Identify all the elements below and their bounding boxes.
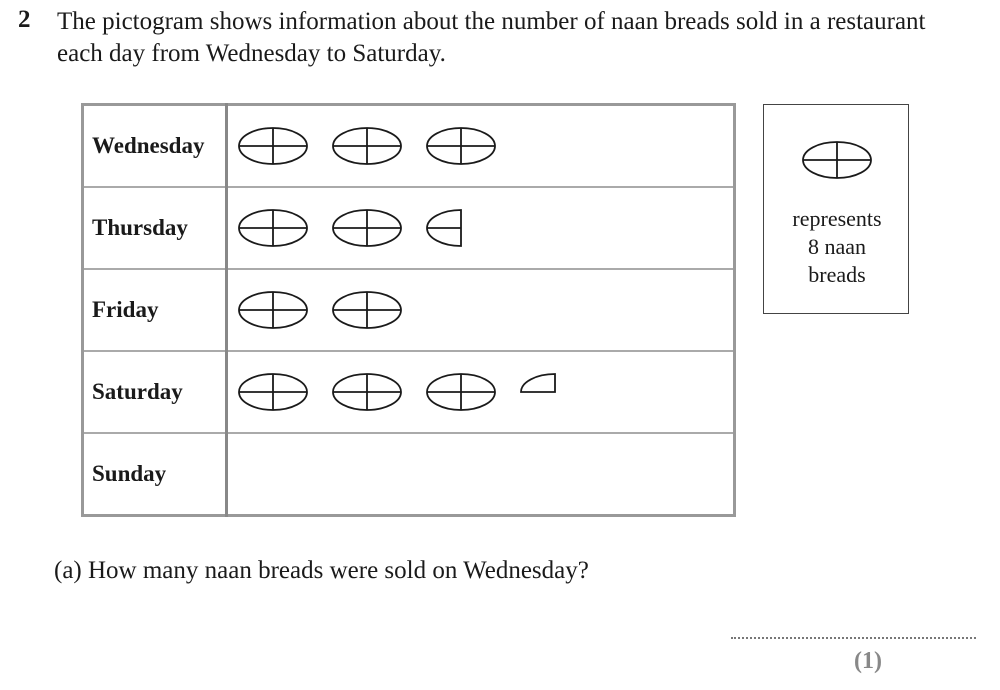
day-label: Thursday xyxy=(81,186,228,270)
symbol-group xyxy=(228,434,733,514)
symbol-group xyxy=(228,270,733,350)
key-line-1: represents xyxy=(792,206,882,231)
naan-bread-icon xyxy=(802,141,872,179)
part-a-question: (a) How many naan breads were sold on We… xyxy=(54,557,589,585)
naan-bread-icon xyxy=(332,209,402,247)
day-label: Friday xyxy=(81,268,228,352)
question-text-line-1: The pictogram shows information about th… xyxy=(57,8,926,35)
symbol-cell xyxy=(225,186,736,270)
marks-indicator: (1) xyxy=(854,648,882,674)
naan-bread-icon xyxy=(238,127,308,165)
naan-bread-icon xyxy=(238,291,308,329)
part-a-text: How many naan breads were sold on Wednes… xyxy=(88,557,589,584)
pictogram-row: Saturday xyxy=(81,350,736,434)
pictogram-table: Wednesday Thursday Friday xyxy=(81,103,736,517)
naan-bread-icon xyxy=(332,127,402,165)
naan-bread-icon xyxy=(426,127,496,165)
key-line-3: breads xyxy=(808,262,866,287)
pictogram-body: Wednesday Thursday Friday xyxy=(81,103,736,517)
symbol-cell xyxy=(225,432,736,517)
question-number: 2 xyxy=(18,6,31,33)
symbol-cell xyxy=(225,268,736,352)
day-label: Wednesday xyxy=(81,103,228,188)
part-a-label: (a) xyxy=(54,557,82,584)
naan-bread-icon xyxy=(332,291,402,329)
pictogram-row: Friday xyxy=(81,268,736,352)
pictogram-row: Thursday xyxy=(81,186,736,270)
key-label: represents 8 naan breads xyxy=(764,205,910,289)
symbol-group xyxy=(228,106,733,186)
answer-line[interactable] xyxy=(731,637,976,639)
pictogram-row: Wednesday xyxy=(81,103,736,188)
day-label: Saturday xyxy=(81,350,228,434)
question-text-line-2: each day from Wednesday to Saturday. xyxy=(57,40,446,67)
pictogram-row: Sunday xyxy=(81,432,736,517)
symbol-cell xyxy=(225,103,736,188)
symbol-group xyxy=(228,188,733,268)
quarter-naan-bread-icon xyxy=(520,373,556,393)
naan-bread-icon xyxy=(238,209,308,247)
pictogram-key: represents 8 naan breads xyxy=(763,104,909,314)
key-line-2: 8 naan xyxy=(807,234,867,259)
naan-bread-icon xyxy=(238,373,308,411)
question-text: The pictogram shows information about th… xyxy=(57,6,987,70)
symbol-group xyxy=(228,352,733,432)
half-naan-bread-icon xyxy=(426,209,462,247)
symbol-cell xyxy=(225,350,736,434)
naan-bread-icon xyxy=(332,373,402,411)
day-label: Sunday xyxy=(81,432,228,517)
naan-bread-icon xyxy=(426,373,496,411)
